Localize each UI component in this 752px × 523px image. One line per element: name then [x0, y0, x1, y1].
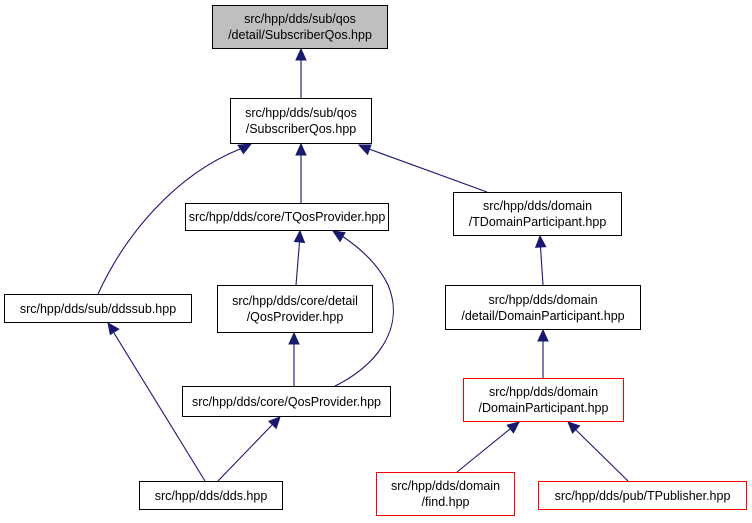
edge-tdomainparticipant-to-subscriberqos [357, 144, 488, 193]
node-tdomainparticipant-line2: /TDomainParticipant.hpp [468, 215, 607, 229]
node-domainparticipant-line2: /DomainParticipant.hpp [478, 401, 609, 415]
node-tpublisher[interactable]: src/hpp/dds/pub/TPublisher.hpp [538, 481, 747, 510]
edge-tpublisher-to-domainparticipant [567, 421, 629, 482]
node-qosprovider[interactable]: src/hpp/dds/core/QosProvider.hpp [182, 386, 391, 417]
node-subscriberqos-line2: /SubscriberQos.hpp [245, 122, 357, 136]
node-detail-subscriberqos-line2: /detail/SubscriberQos.hpp [228, 28, 372, 42]
node-detail-qosprovider-line1: src/hpp/dds/core/detail [232, 294, 358, 308]
edge-detail-domainparticipant-to-tdomainparticipant [534, 234, 547, 286]
edge-domainparticipant-to-detail-domainparticipant [537, 328, 549, 378]
node-find-line2: /find.hpp [421, 495, 470, 509]
edge-subscriberqos-to-detail-subscriberqos [295, 47, 307, 98]
node-ddssub-line1: src/hpp/dds/sub/ddssub.hpp [19, 301, 177, 316]
node-ddssub[interactable]: src/hpp/dds/sub/ddssub.hpp [4, 294, 192, 323]
edge-qosprovider-to-tqosprovider [331, 230, 394, 387]
node-dds[interactable]: src/hpp/dds/dds.hpp [139, 481, 283, 510]
node-detail-domainparticipant-line2: /detail/DomainParticipant.hpp [461, 308, 625, 323]
node-tdomainparticipant-line1: src/hpp/dds/domain [482, 199, 593, 213]
node-domainparticipant[interactable]: src/hpp/dds/domain /DomainParticipant.hp… [463, 378, 624, 422]
node-tqosprovider[interactable]: src/hpp/dds/core/TQosProvider.hpp [185, 203, 389, 231]
node-detail-subscriberqos: src/hpp/dds/sub/qos /detail/SubscriberQo… [212, 5, 388, 49]
node-detail-domainparticipant[interactable]: src/hpp/dds/domain /detail/DomainPartici… [445, 285, 641, 330]
node-find[interactable]: src/hpp/dds/domain /find.hpp [376, 472, 515, 516]
edge-tqosprovider-to-subscriberqos [295, 142, 307, 203]
node-domainparticipant-line1: src/hpp/dds/domain [488, 385, 599, 399]
node-detail-subscriberqos-line1: src/hpp/dds/sub/qos [244, 12, 356, 26]
node-tpublisher-line1: src/hpp/dds/pub/TPublisher.hpp [554, 488, 731, 503]
node-tqosprovider-line1: src/hpp/dds/core/TQosProvider.hpp [188, 210, 386, 224]
node-subscriberqos[interactable]: src/hpp/dds/sub/qos /SubscriberQos.hpp [230, 98, 372, 144]
edge-ddssub-to-subscriberqos [97, 143, 253, 295]
node-qosprovider-line1: src/hpp/dds/core/QosProvider.hpp [192, 394, 381, 409]
node-tdomainparticipant[interactable]: src/hpp/dds/domain /TDomainParticipant.h… [453, 192, 622, 236]
node-subscriberqos-line1: src/hpp/dds/sub/qos [245, 106, 357, 120]
node-find-line1: src/hpp/dds/domain [390, 479, 501, 493]
edge-dds-to-ddssub [107, 322, 206, 482]
edge-find-to-domainparticipant [456, 421, 520, 473]
edge-dds-to-qosprovider [217, 416, 281, 482]
node-detail-domainparticipant-line1: src/hpp/dds/domain [488, 292, 598, 307]
edge-detail-qosprovider-to-tqosprovider [293, 229, 306, 286]
node-detail-qosprovider-line2: /QosProvider.hpp [246, 310, 344, 324]
node-detail-qosprovider[interactable]: src/hpp/dds/core/detail /QosProvider.hpp [217, 285, 373, 333]
node-dds-line1: src/hpp/dds/dds.hpp [154, 488, 268, 503]
edge-qosprovider-to-detail-qosprovider [288, 331, 300, 386]
